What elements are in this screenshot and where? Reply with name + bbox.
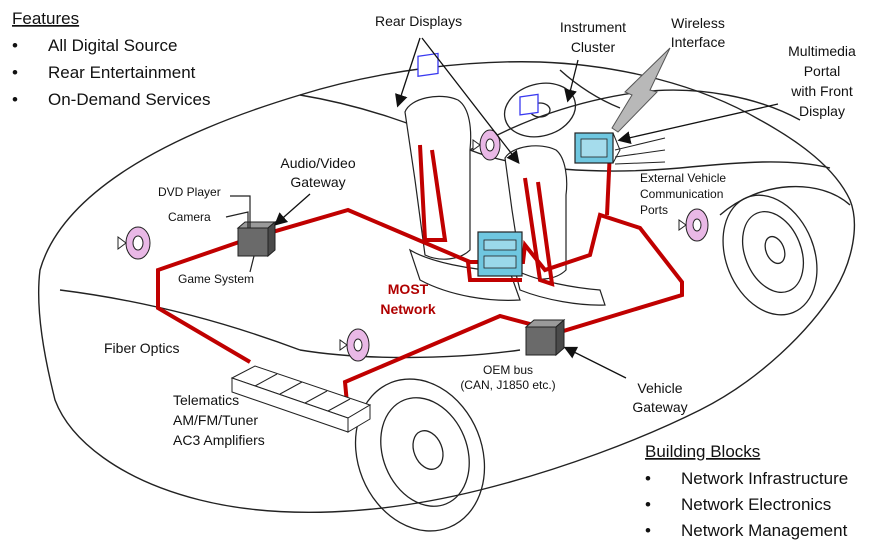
- external-ports-label: External Vehicle: [640, 171, 726, 185]
- av-gateway-label: Audio/Video: [280, 155, 355, 171]
- most-network-label: Network: [380, 301, 435, 317]
- av-gateway-box: [236, 220, 277, 258]
- rear-displays-label: Rear Displays: [375, 13, 462, 29]
- telematics-label: AC3 Amplifiers: [173, 432, 265, 448]
- building-block-item: Network Infrastructure: [681, 469, 848, 488]
- telematics-label: Telematics: [173, 392, 239, 408]
- vehicle-gateway-box: [524, 318, 566, 357]
- external-ports-label: Ports: [640, 203, 668, 217]
- dvd-player-label: DVD Player: [158, 185, 221, 199]
- wireless-interface-label: Interface: [671, 34, 726, 50]
- most-network-label: MOST: [388, 281, 429, 297]
- building-block-item: Network Electronics: [681, 495, 831, 514]
- speaker-rear-left: [117, 226, 151, 260]
- rear-wheel: [354, 378, 486, 532]
- feature-item: Rear Entertainment: [48, 63, 196, 82]
- speaker-door: [339, 328, 370, 362]
- front-wheel: [722, 194, 818, 316]
- feature-item: All Digital Source: [48, 36, 177, 55]
- vehicle-gateway-label: Gateway: [632, 399, 687, 415]
- features-bullet: •: [12, 90, 18, 109]
- building-block-item: Network Management: [681, 521, 848, 540]
- oem-bus-label: (CAN, J1850 etc.): [460, 378, 555, 392]
- features-bullet: •: [12, 36, 18, 55]
- av-gateway-label: Gateway: [290, 174, 345, 190]
- speaker-front: [678, 208, 709, 242]
- speaker-rear-shelf: [472, 129, 501, 161]
- multimedia-portal: [574, 132, 621, 164]
- network-branch-rear-right: [523, 177, 555, 287]
- vehicle-gateway-label: Vehicle: [637, 380, 682, 396]
- features-bullet: •: [12, 63, 18, 82]
- external-ports: [614, 137, 666, 165]
- building-blocks-bullet: •: [645, 495, 651, 514]
- multimedia-portal-label: Portal: [804, 63, 841, 79]
- building-blocks-bullet: •: [645, 469, 651, 488]
- fiber-optics-label: Fiber Optics: [104, 340, 179, 356]
- oem-bus-label: OEM bus: [483, 363, 533, 377]
- arrows: [274, 37, 779, 379]
- wireless-interface-label: Wireless: [671, 15, 725, 31]
- telematics-rack: [230, 365, 372, 433]
- features-heading: Features: [12, 9, 79, 28]
- instrument-cluster-label: Instrument: [560, 19, 626, 35]
- rear-entertainment-console: [477, 231, 523, 277]
- instrument-cluster-label: Cluster: [571, 39, 616, 55]
- camera-label: Camera: [168, 210, 211, 224]
- multimedia-portal-label: Display: [799, 103, 845, 119]
- building-blocks-list: • Network Infrastructure • Network Elect…: [645, 469, 848, 540]
- multimedia-portal-label: Multimedia: [788, 43, 856, 59]
- rear-display-left: [417, 52, 439, 77]
- rear-display-right: [519, 93, 539, 116]
- features-list: • All Digital Source • Rear Entertainmen…: [12, 36, 211, 109]
- external-ports-label: Communication: [640, 187, 723, 201]
- feature-item: On-Demand Services: [48, 90, 211, 109]
- source-connectors: [225, 195, 255, 273]
- multimedia-portal-label: with Front: [790, 83, 853, 99]
- building-blocks-heading: Building Blocks: [645, 442, 760, 461]
- network-branch-rear-left: [418, 144, 448, 242]
- building-blocks-bullet: •: [645, 521, 651, 540]
- steering-wheel: [503, 82, 577, 138]
- wireless-interface-icon: [611, 47, 671, 133]
- game-system-label: Game System: [178, 272, 254, 286]
- telematics-label: AM/FM/Tuner: [173, 412, 258, 428]
- network-branch-panel: [466, 261, 522, 282]
